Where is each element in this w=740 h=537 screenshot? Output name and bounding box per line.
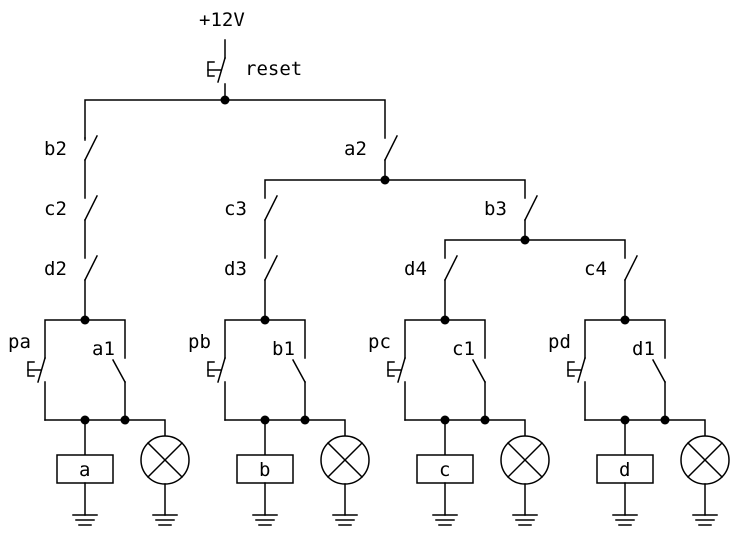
hold-contact-c1-label: c1: [452, 338, 475, 360]
contact-d3-label: d3: [224, 258, 247, 280]
contact-c3-label: c3: [224, 198, 247, 220]
lamp-icon: [140, 435, 190, 485]
contact-d3: [263, 254, 279, 321]
pushbutton-pd: [567, 357, 586, 421]
ground-icon: [512, 514, 538, 526]
contact-b2: [83, 134, 99, 199]
cell-b-lamp-junction: [300, 415, 310, 425]
coil-b: [236, 454, 294, 484]
hold-contact-a1-label: a1: [92, 338, 115, 360]
lamp-icon: [320, 435, 370, 485]
coil-a-label: a: [79, 459, 90, 481]
contact-d4-label: d4: [404, 258, 427, 280]
pushbutton-pb-label: pb: [188, 331, 211, 353]
hold-contact-d1-label: d1: [632, 338, 655, 360]
cell-d: pd d1 d: [548, 315, 730, 526]
contact-d4: [443, 254, 459, 321]
cell-c: pc c1 c: [368, 315, 550, 526]
contact-c3: [263, 194, 279, 259]
cell-a-lamp-junction: [120, 415, 130, 425]
lamp-icon: [680, 435, 730, 485]
top-bus-wire: [84, 99, 386, 139]
ground-icon: [612, 514, 638, 526]
contact-d2: [83, 254, 99, 321]
contact-b3: [523, 194, 539, 241]
contact-a2: [383, 134, 399, 181]
second-bus-wire: [264, 179, 526, 199]
ground-icon: [692, 514, 718, 526]
reset-label: reset: [245, 58, 302, 80]
reset-switch: [207, 57, 226, 101]
third-bus-wire: [444, 239, 626, 259]
cell-b-top-junction: [260, 315, 270, 325]
ground-icon: [252, 514, 278, 526]
coil-b-label: b: [259, 459, 270, 481]
ground-icon: [332, 514, 358, 526]
top-junction: [220, 95, 230, 105]
cell-c-bottom-wire: [404, 419, 526, 437]
cell-d-top-junction: [620, 315, 630, 325]
contact-c4-label: c4: [584, 258, 607, 280]
pushbutton-pc-label: pc: [368, 331, 391, 353]
third-junction: [520, 235, 530, 245]
coil-c: [416, 454, 474, 484]
pushbutton-pb: [207, 357, 226, 421]
pushbutton-pa-label: pa: [8, 331, 31, 353]
pushbutton-pd-label: pd: [548, 331, 571, 353]
lamp-icon: [500, 435, 550, 485]
contact-b2-label: b2: [44, 138, 67, 160]
coil-d-label: d: [619, 459, 630, 481]
cell-c-top-junction: [440, 315, 450, 325]
coil-d: [596, 454, 654, 484]
cell-c-lamp-junction: [480, 415, 490, 425]
hold-contact-b1-label: b1: [272, 338, 295, 360]
supply-label: +12V: [199, 9, 245, 31]
contact-a2-label: a2: [344, 138, 367, 160]
contact-c2-label: c2: [44, 198, 67, 220]
coil-c-label: c: [439, 459, 450, 481]
hold-contact-d1: [651, 358, 667, 421]
ground-icon: [432, 514, 458, 526]
coil-a: [56, 454, 114, 484]
ground-icon: [72, 514, 98, 526]
cell-d-lamp-junction: [660, 415, 670, 425]
contact-d2-label: d2: [44, 258, 67, 280]
pushbutton-pa: [27, 357, 46, 421]
cell-a: pa a1 a: [8, 315, 190, 526]
cell-a-top-junction: [80, 315, 90, 325]
contact-c4: [623, 254, 639, 321]
cell-d-bottom-wire: [584, 419, 706, 437]
contact-c2: [83, 194, 99, 259]
contact-b3-label: b3: [484, 198, 507, 220]
hold-contact-b1: [291, 358, 307, 421]
cell-b-bottom-wire: [224, 419, 346, 437]
pushbutton-pc: [387, 357, 406, 421]
cell-a-bottom-wire: [44, 419, 166, 437]
second-junction: [380, 175, 390, 185]
hold-contact-c1: [471, 358, 487, 421]
cell-b: pb b1 b: [188, 315, 370, 526]
ground-icon: [152, 514, 178, 526]
hold-contact-a1: [111, 358, 127, 421]
